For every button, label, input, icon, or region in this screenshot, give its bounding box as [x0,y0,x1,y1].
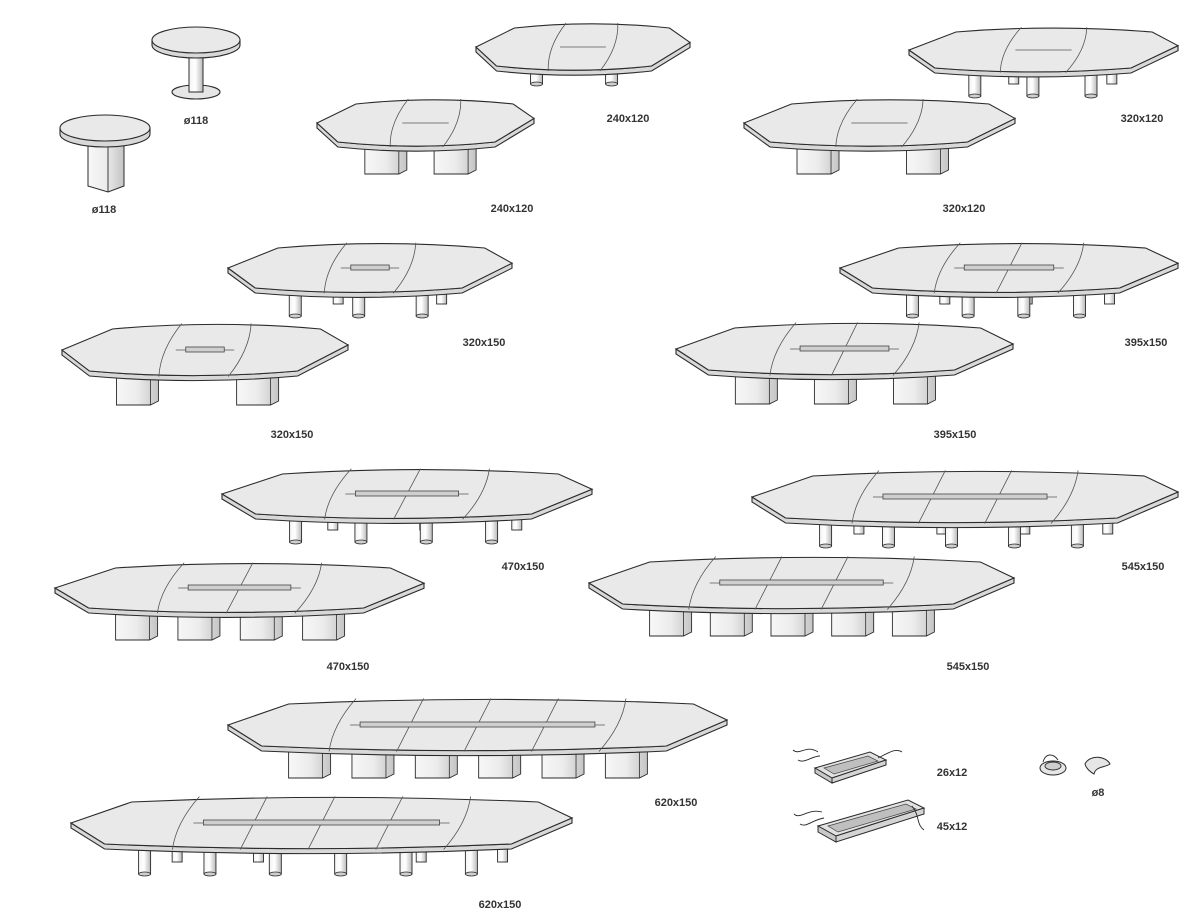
label-cable-box-small: 26x12 [937,767,968,779]
cable-slot [882,493,1048,500]
label-t620-column: 620x150 [479,899,522,911]
table-t320w-column [226,242,514,319]
tables-layer: 240x120 240x120 320x120 320x120 320x150 320x1… [53,22,1180,911]
label-t545-column: 545x150 [1122,561,1165,573]
label-t620-panel: 620x150 [655,797,698,809]
table-t545-panel [587,556,1016,637]
label-t320w-panel: 320x150 [271,429,314,441]
label-grommet: ø8 [1092,787,1105,799]
cable-slot [350,264,390,271]
cable-slot [187,584,292,591]
label-t545-panel: 545x150 [947,661,990,673]
label-round-panel: ø118 [92,204,116,216]
table-t620-panel [226,698,729,779]
label-t240-column: 240x120 [607,113,650,125]
cable-box-large [793,799,926,843]
cable-slot [963,264,1055,271]
table-t545-column [750,470,1180,549]
cable-slot [185,346,225,353]
cable-slot [203,819,440,826]
cable-slot [719,579,884,586]
table-t320-column [907,26,1180,99]
table-t620-column [69,796,574,877]
table-t395-column [838,242,1180,319]
table-t240-panel [316,98,536,175]
table-t240-column [475,22,692,87]
label-t470-column: 470x150 [502,561,545,573]
cable-slot [354,490,459,497]
cable-slot [359,721,596,728]
label-cable-box-large: 45x12 [937,821,968,833]
label-t470-panel: 470x150 [327,661,370,673]
label-t395-panel: 395x150 [934,429,977,441]
label-t240-panel: 240x120 [491,203,534,215]
cable-box-small [792,748,903,784]
table-t470-column [220,468,594,545]
table-t320w-panel [60,323,350,406]
round-pedestal-table [151,26,241,100]
label-round-pedestal: ø118 [184,115,208,127]
grommet [1039,754,1111,776]
cable-slot [799,345,890,352]
label-t320w-column: 320x150 [463,337,506,349]
label-t320-panel: 320x120 [943,203,986,215]
label-t320-column: 320x120 [1121,113,1164,125]
label-t395-column: 395x150 [1125,337,1168,349]
table-t470-panel [53,562,426,641]
table-t320-panel [742,98,1017,175]
table-t395-panel [674,322,1015,405]
round-panel-table [59,114,151,193]
